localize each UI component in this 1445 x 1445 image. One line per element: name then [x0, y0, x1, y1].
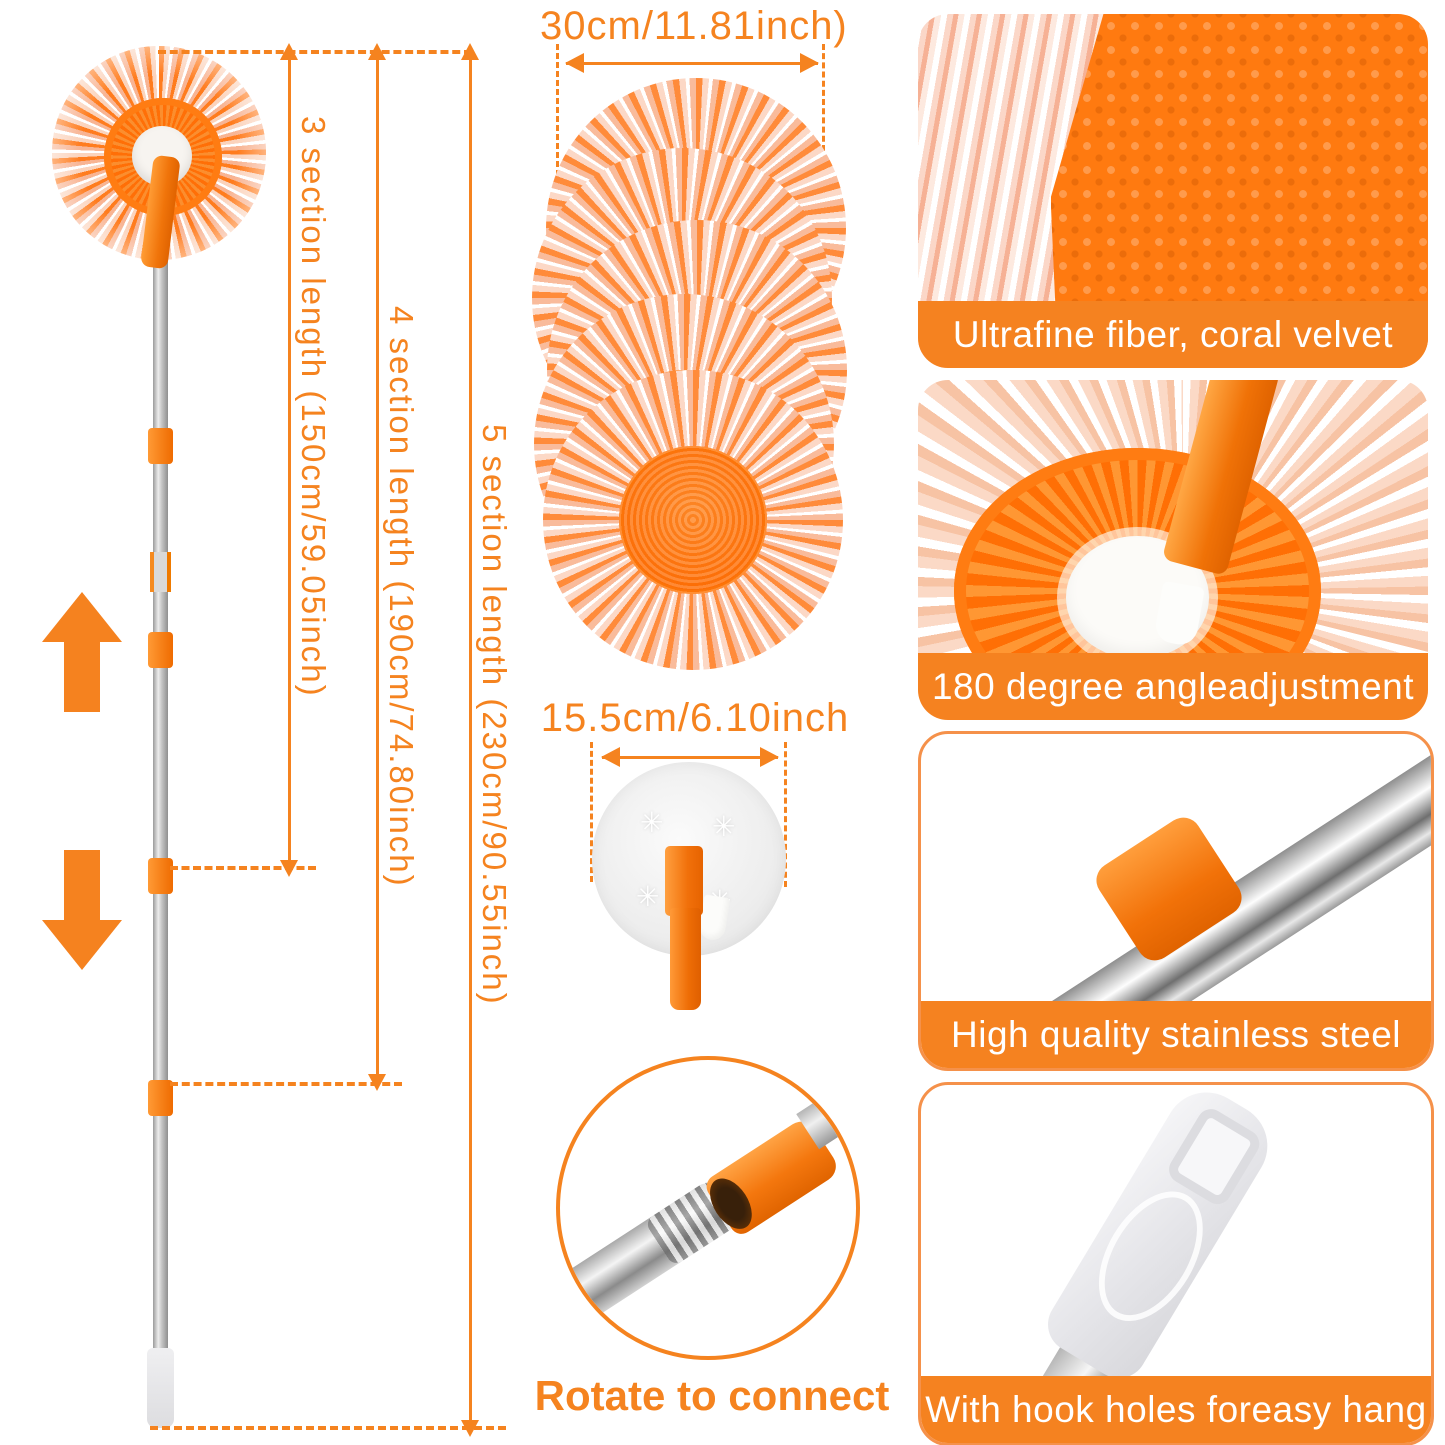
section4-dashed-line: [170, 1082, 402, 1086]
sparkle-icon: ✳: [636, 881, 660, 912]
hanging-grip: [1037, 1085, 1283, 1389]
pole-end-grip: [147, 1348, 174, 1428]
pad-diameter-dashed-left: [590, 742, 593, 882]
pole-collar: [148, 1080, 173, 1116]
telescopic-pole: [153, 258, 168, 1352]
pad-diameter-arrow: [601, 747, 779, 767]
head-width-arrow: [565, 53, 819, 73]
pad-diameter-label: 15.5cm/6.10inch: [540, 696, 850, 740]
measure-line-3-section: [280, 43, 298, 877]
feature-caption: 180 degree angleadjustment: [918, 653, 1428, 720]
feature-caption: High quality stainless steel: [921, 1001, 1431, 1068]
retract-arrow-down-icon: [42, 850, 122, 970]
grip-emboss: [1077, 1173, 1225, 1340]
bottom-reference-dashed-line: [150, 1426, 506, 1430]
measure-line-5-section: [461, 43, 479, 1437]
section5-length-label: 5 section length (230cm/90.55inch): [476, 420, 513, 1010]
feature-caption: With hook holes foreasy hang: [921, 1376, 1431, 1443]
disc-connector-lower: [670, 908, 701, 1010]
pole-joint: [150, 552, 171, 592]
feature-caption: Ultrafine fiber, coral velvet: [918, 301, 1428, 368]
rotate-to-connect-label: Rotate to connect: [534, 1372, 890, 1419]
feature-card-fiber: Ultrafine fiber, coral velvet: [918, 14, 1428, 368]
pole-collar: [148, 632, 173, 668]
pole-collar: [148, 428, 173, 464]
pad-diameter-dashed-right: [784, 742, 787, 887]
sparkle-icon: ✳: [640, 807, 664, 838]
sparkle-icon: ✳: [712, 811, 736, 842]
head-width-dashed-left: [556, 44, 559, 176]
arrow-up-shaft: [64, 642, 100, 712]
mop-pad-stack: [532, 78, 847, 678]
head-width-label: 30cm/11.81inch): [540, 4, 848, 48]
section3-dashed-line: [170, 866, 316, 870]
rotate-connect-detail-circle: [556, 1056, 860, 1360]
disc-connector-upper: [665, 846, 703, 916]
mop-pad: [543, 370, 843, 670]
feature-card-angle: 180 degree angleadjustment: [918, 380, 1428, 720]
measure-line-4-section: [368, 43, 386, 1091]
arrow-down-head: [42, 920, 122, 970]
feature-card-steel: High quality stainless steel: [918, 731, 1434, 1071]
top-reference-dashed-line: [158, 50, 472, 54]
arrow-up-head: [42, 592, 122, 642]
arrow-down-shaft: [64, 850, 100, 920]
head-width-dashed-right: [822, 44, 825, 206]
section4-length-label: 4 section length (190cm/74.80inch): [383, 302, 420, 892]
section3-length-label: 3 section length (150cm/59.05inch): [295, 112, 332, 702]
feature-card-hook: With hook holes foreasy hang: [918, 1082, 1434, 1445]
pole-collar: [148, 858, 173, 894]
extend-arrow-up-icon: [42, 592, 122, 712]
